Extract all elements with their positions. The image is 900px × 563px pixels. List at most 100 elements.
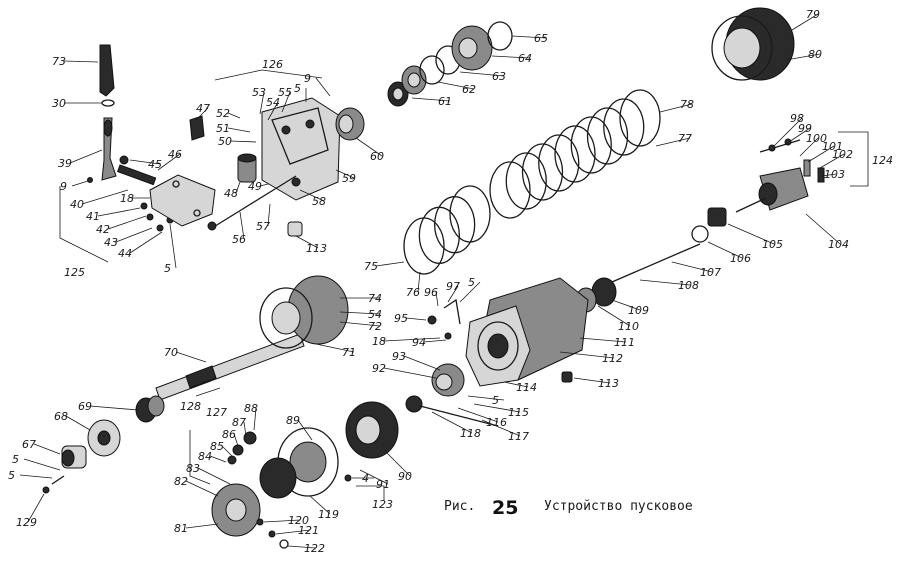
leader-line-l80	[785, 53, 821, 61]
part-label-l92: 92	[372, 362, 386, 375]
leader-line-l9a	[71, 180, 89, 187]
part-120-122-pins	[256, 518, 289, 549]
part-label-l95: 95	[394, 312, 408, 325]
leader-line-l113b	[573, 377, 611, 384]
caption-title: Устройство пусковое	[544, 499, 693, 514]
leader-line-l42	[107, 215, 147, 230]
leader-line-l112	[559, 351, 615, 359]
leader-line-l53	[259, 91, 265, 115]
spring-coil	[586, 107, 629, 165]
part-label-l61: 61	[438, 95, 452, 108]
part-label-l9b: 9	[304, 72, 311, 85]
part-label-l96: 96	[424, 286, 438, 299]
leader-line-l9b	[315, 77, 331, 97]
part-129-pin	[42, 475, 65, 494]
leader-line-l116	[457, 407, 499, 423]
part-label-l103: 103	[824, 168, 845, 181]
group-brackets	[59, 69, 869, 500]
part-label-l105: 105	[762, 238, 783, 251]
part-label-l98: 98	[790, 112, 804, 125]
part-115-118-lever	[405, 395, 499, 427]
part-label-l64: 64	[518, 52, 532, 65]
part-label-l115: 115	[508, 406, 529, 419]
part-30-ring	[101, 99, 115, 107]
part-label-l41: 41	[86, 210, 100, 223]
leader-line-l117	[481, 419, 521, 437]
part-label-l104: 104	[828, 238, 849, 251]
part-56-rod-end	[207, 221, 217, 231]
leader-line-l98	[773, 117, 803, 147]
part-81-87-planet-carrier	[211, 431, 261, 537]
leader-line-l121	[275, 529, 311, 535]
leader-line-l57	[267, 203, 271, 227]
leader-line-l59	[335, 169, 355, 179]
leader-line-l82	[185, 480, 219, 497]
part-label-l126: 126	[262, 58, 283, 71]
part-label-l127: 127	[206, 406, 227, 419]
leader-line-l109	[611, 299, 641, 311]
leader-line-l91	[359, 469, 389, 485]
part-label-l60: 60	[370, 150, 384, 163]
spring-coil	[603, 98, 645, 156]
leader-line-l111	[579, 337, 627, 343]
leader-line-l5d	[467, 395, 505, 401]
part-label-l54a: 54	[266, 96, 280, 109]
part-label-l119: 119	[318, 508, 339, 521]
part-105-106-clamp	[691, 207, 727, 243]
leader-line-l64	[491, 55, 531, 59]
part-label-l58: 58	[312, 195, 326, 208]
part-label-l129: 129	[16, 516, 37, 529]
part-label-l114: 114	[516, 381, 537, 394]
part-label-l97: 97	[446, 280, 460, 293]
leader-line-l83	[197, 467, 231, 485]
part-94-97-pins	[427, 298, 461, 340]
part-48-sleeve	[237, 153, 257, 183]
leader-line-l48	[235, 181, 241, 194]
part-104-housing	[735, 167, 809, 213]
leader-line-l114	[503, 381, 529, 388]
leader-line-l45	[129, 159, 161, 165]
leader-line-l122	[287, 545, 317, 549]
part-label-l18b: 18	[372, 335, 386, 348]
spring-coil	[619, 89, 661, 147]
part-label-l63: 63	[492, 70, 506, 83]
leader-line-l94	[423, 339, 447, 343]
caption-prefix: Рис.	[444, 499, 475, 514]
leader-line-l39	[69, 149, 103, 164]
part-label-l99: 99	[798, 122, 812, 135]
leader-line-l115	[473, 403, 521, 413]
part-label-l59: 59	[342, 172, 356, 185]
leader-line-l87	[243, 421, 247, 437]
leader-line-l70	[175, 351, 207, 363]
part-92-93-clutch	[431, 363, 465, 397]
part-label-l5b: 5	[294, 82, 301, 95]
leader-line-l72	[339, 321, 381, 327]
part-label-l91: 91	[376, 478, 390, 491]
figure-caption: Рис. 25 Устройство пусковое	[444, 497, 693, 519]
leader-line-l76	[417, 271, 421, 293]
leader-line-l5f	[19, 474, 53, 479]
leader-line-l102	[819, 153, 845, 169]
leader-line-l54a	[267, 101, 279, 121]
part-label-l80: 80	[808, 48, 822, 61]
part-label-l5f: 5	[8, 469, 15, 482]
part-label-l117: 117	[508, 430, 529, 443]
leader-line-l65	[511, 35, 547, 39]
leader-line-l71	[315, 343, 355, 353]
spring-coil	[489, 161, 531, 219]
part-label-l120: 120	[288, 514, 309, 527]
part-bracket-body	[119, 155, 216, 227]
leader-line-l69	[89, 405, 139, 411]
leader-line-l51	[227, 127, 251, 133]
part-label-l118: 118	[460, 427, 481, 440]
leader-line-l40	[81, 189, 129, 205]
leader-line-l52	[227, 112, 241, 119]
part-label-l109: 109	[628, 304, 649, 317]
leader-line-l107	[671, 261, 713, 273]
leader-line-l46	[157, 153, 181, 171]
part-label-l5a: 5	[164, 262, 171, 275]
leader-line-l119	[309, 495, 331, 515]
part-label-l116: 116	[486, 416, 507, 429]
leader-line-l49	[259, 183, 269, 187]
part-label-l44: 44	[118, 247, 132, 260]
